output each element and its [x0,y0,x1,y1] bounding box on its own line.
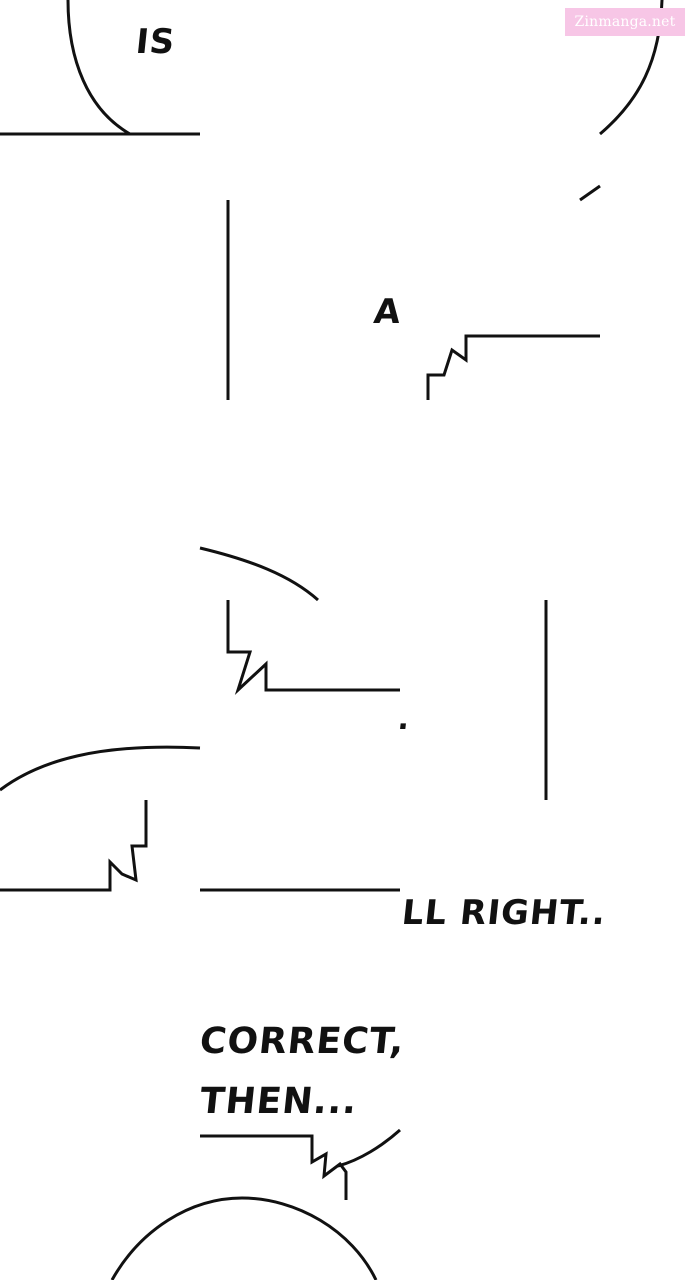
speech-bubble-bottom-large-arc [110,1196,378,1280]
speech-bubble-tail-bottom [200,1134,348,1200]
speech-bubble-middle-arc [199,546,319,602]
speech-bubble-tail-a [426,334,600,400]
speech-text-then: THEN... [197,1081,360,1122]
speech-bubble-tail-middle [226,600,400,695]
speech-bubble-lower-left-arc [0,745,201,792]
speech-bubble-bottom-right-arc [337,1128,401,1168]
speech-bubble-tail-lower-left [0,800,148,892]
speech-bubble-top-left-arc [66,0,131,136]
speech-text-correct: CORRECT, [197,1021,407,1062]
speech-text-is: IS [133,22,178,62]
speech-bubble-corner-tail [579,184,601,202]
watermark-badge: Zinmanga.net [565,8,685,36]
speech-text-a: A [371,292,404,332]
speech-text-all-right: LL RIGHT.. [399,893,609,933]
